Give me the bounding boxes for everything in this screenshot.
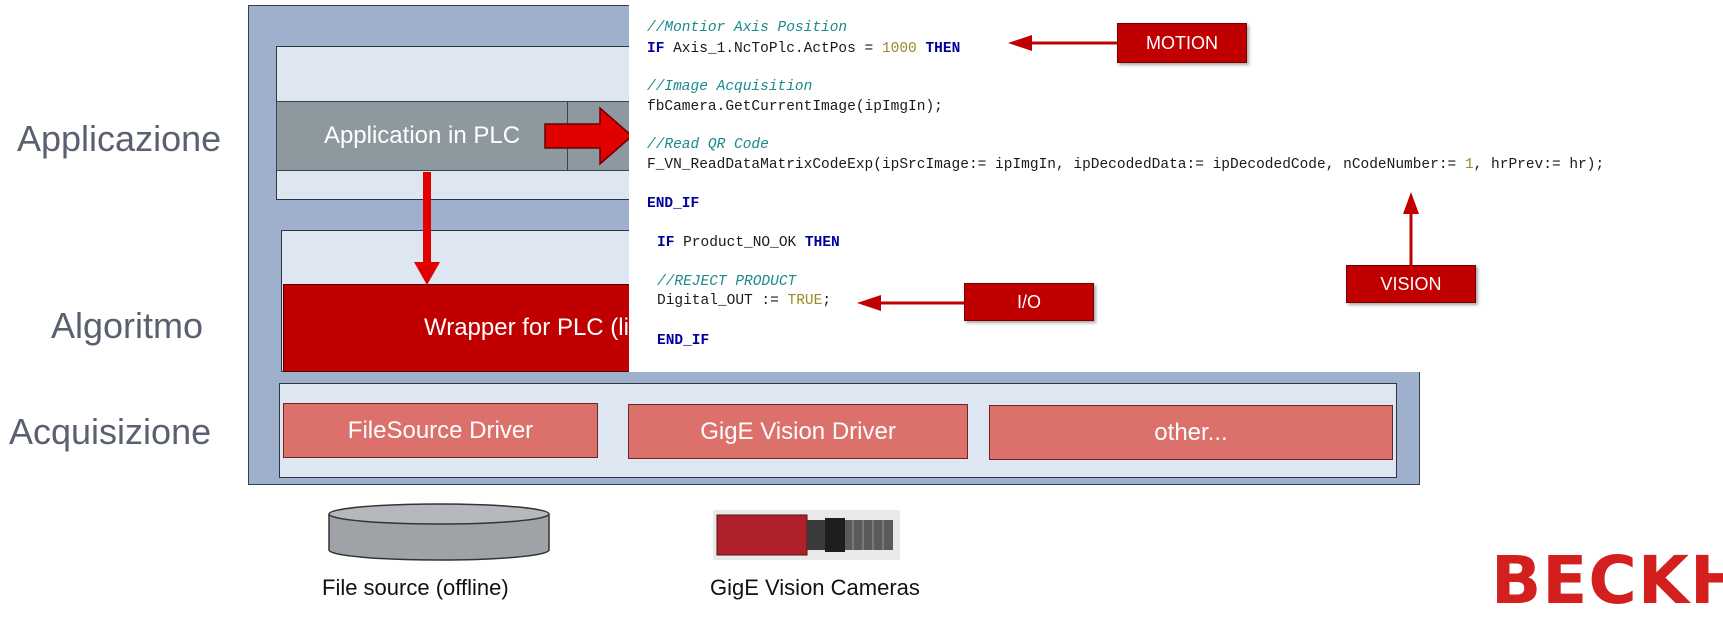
- read-call-number: 1: [1464, 157, 1474, 173]
- code-comment-image: //Image Acquisition: [647, 79, 812, 95]
- if2-condition: Product_NO_OK: [674, 235, 797, 251]
- other-driver-label: other...: [1154, 418, 1228, 446]
- filesource-driver-box: FileSource Driver: [283, 403, 598, 458]
- layer-label-algorithm: Algoritmo: [51, 305, 204, 346]
- gige-vision-driver-label: GigE Vision Driver: [700, 417, 896, 445]
- code-line-if-product: IF Product_NO_OK THEN: [657, 235, 840, 251]
- code-line-digital-out: Digital_OUT := TRUE;: [657, 293, 831, 309]
- code-line-camera: fbCamera.GetCurrentImage(ipImgIn);: [647, 99, 943, 115]
- code-comment-qr: //Read QR Code: [647, 137, 769, 153]
- application-in-plc-box: Application in PLC: [276, 101, 568, 171]
- callout-vision-label: VISION: [1380, 273, 1442, 294]
- layer-label-application: Applicazione: [17, 118, 222, 159]
- comment-reject-text: //REJECT PRODUCT: [657, 274, 797, 290]
- if-keyword: IF: [647, 41, 665, 57]
- callout-io: I/O: [964, 283, 1094, 321]
- file-source-caption: File source (offline): [322, 575, 509, 600]
- comment-motion-text: //Montior Axis Position: [647, 20, 848, 36]
- code-line-if-axis: IF Axis_1.NcToPlc.ActPos = 1000 THEN: [647, 41, 960, 57]
- digital-out-semicolon: ;: [822, 293, 832, 309]
- gige-vision-driver-box: GigE Vision Driver: [628, 404, 968, 459]
- down-arrow-head: [414, 262, 440, 285]
- motion-arrow-head: [1008, 35, 1032, 51]
- application-in-plc-label: Application in PLC: [323, 122, 521, 149]
- wrapper-for-plc-label: Wrapper for PLC (li: [424, 314, 629, 341]
- digital-out-value: TRUE: [787, 293, 823, 309]
- callout-motion-label: MOTION: [1146, 32, 1218, 53]
- beckhoff-logo: BECKHO: [1491, 542, 1723, 619]
- filesource-driver-label: FileSource Driver: [347, 416, 534, 444]
- io-arrow-head: [857, 295, 881, 311]
- down-arrow-shaft: [423, 172, 431, 264]
- other-driver-box: other...: [989, 405, 1393, 460]
- file-source-disk-icon: [328, 503, 550, 561]
- if-axis-expr: Axis_1.NcToPlc.ActPos =: [664, 41, 882, 57]
- code-end-if-1: END_IF: [647, 196, 700, 212]
- read-call-part-a: F_VN_ReadDataMatrixCodeExp(ipSrcImage:= …: [647, 157, 1465, 173]
- then-keyword: THEN: [916, 41, 961, 57]
- read-call-part-b: , hrPrev:= hr);: [1473, 157, 1605, 173]
- code-end-if-2: END_IF: [657, 333, 710, 349]
- comment-image-text: //Image Acquisition: [647, 79, 813, 95]
- code-comment-motion: //Montior Axis Position: [647, 20, 847, 36]
- then2-keyword: THEN: [796, 235, 840, 251]
- gige-camera-icon: [713, 510, 900, 560]
- vision-arrow-head: [1403, 192, 1419, 214]
- block-arrow-right: [544, 106, 634, 166]
- gige-cameras-caption: GigE Vision Cameras: [710, 575, 920, 600]
- code-comment-reject: //REJECT PRODUCT: [657, 274, 796, 290]
- callout-motion: MOTION: [1117, 23, 1247, 63]
- wrapper-for-plc-box: Wrapper for PLC (li: [283, 284, 663, 372]
- if2-keyword: IF: [657, 235, 675, 251]
- digital-out-assign: Digital_OUT :=: [657, 293, 788, 309]
- if-axis-value: 1000: [881, 41, 917, 57]
- code-line-read-datamatrix: F_VN_ReadDataMatrixCodeExp(ipSrcImage:= …: [647, 157, 1604, 173]
- layer-label-acquisition: Acquisizione: [9, 411, 212, 452]
- callout-arrows: [857, 35, 1419, 311]
- diagram-arrows: [414, 106, 634, 285]
- callout-vision: VISION: [1346, 265, 1476, 303]
- comment-qr-text: //Read QR Code: [647, 137, 769, 153]
- callout-io-label: I/O: [1016, 291, 1041, 312]
